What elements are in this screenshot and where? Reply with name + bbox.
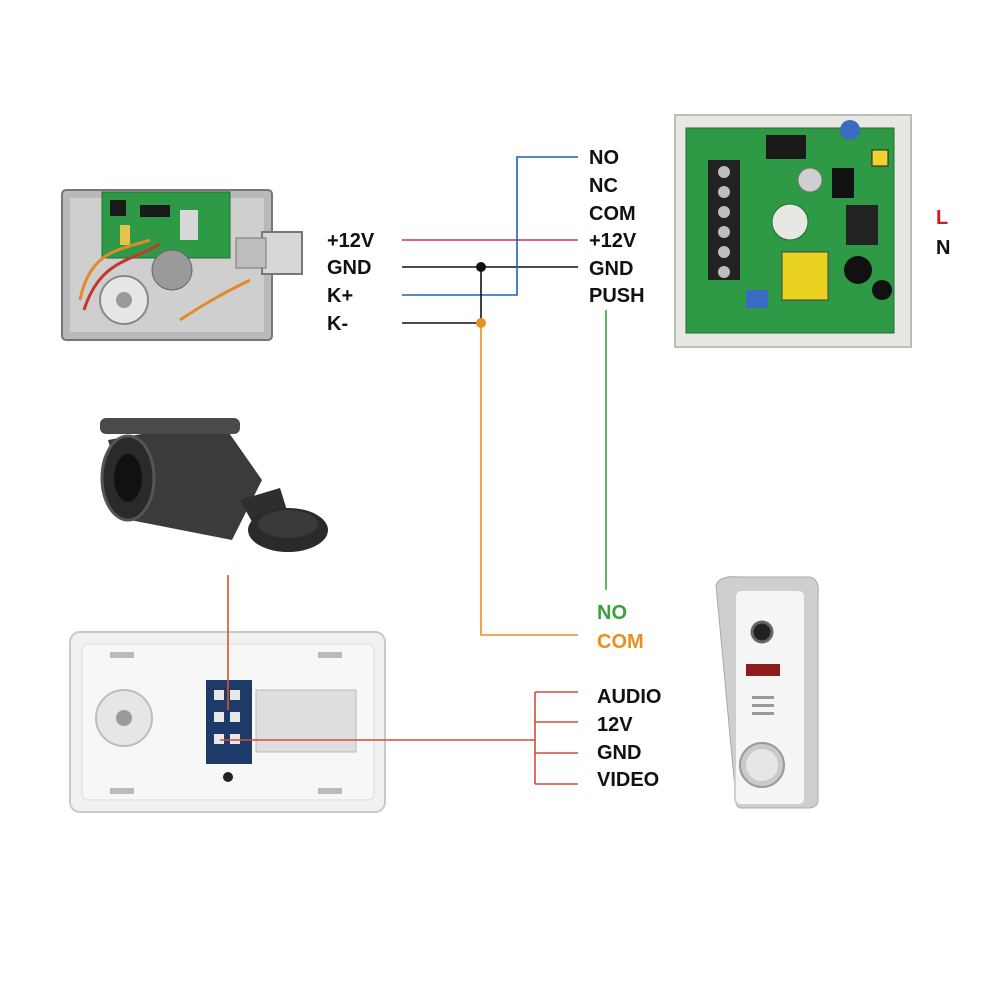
psu-label-com: COM: [589, 203, 636, 225]
power-supply-image: [674, 114, 912, 348]
lock-label-k-minus: K-: [327, 313, 348, 335]
outdoor-label-audio: AUDIO: [597, 686, 661, 708]
lock-label-k-plus: K+: [327, 285, 353, 307]
outdoor-label-gnd: GND: [597, 742, 641, 764]
mains-label-live: L: [936, 207, 948, 229]
outdoor-label-video: VIDEO: [597, 769, 659, 791]
outdoor-label-12v: 12V: [597, 714, 633, 736]
psu-label-push: PUSH: [589, 285, 645, 307]
outdoor-station-image: [715, 576, 819, 809]
wire-k-plus: [402, 156, 578, 296]
lock-label-gnd: GND: [327, 257, 371, 279]
exit-label-no: NO: [597, 602, 627, 624]
indoor-monitor-image: [69, 631, 386, 813]
psu-label-gnd: GND: [589, 258, 633, 280]
psu-label-nc: NC: [589, 175, 618, 197]
psu-label-12v: +12V: [589, 230, 637, 252]
mains-label-neutral: N: [936, 237, 950, 259]
camera-image: [100, 418, 328, 552]
psu-label-no: NO: [589, 147, 619, 169]
exit-label-com: COM: [597, 631, 644, 653]
wire-com: [480, 323, 578, 636]
wires: [220, 156, 607, 785]
lock-label-12v: +12V: [327, 230, 375, 252]
electric-lock-image: [61, 189, 303, 341]
